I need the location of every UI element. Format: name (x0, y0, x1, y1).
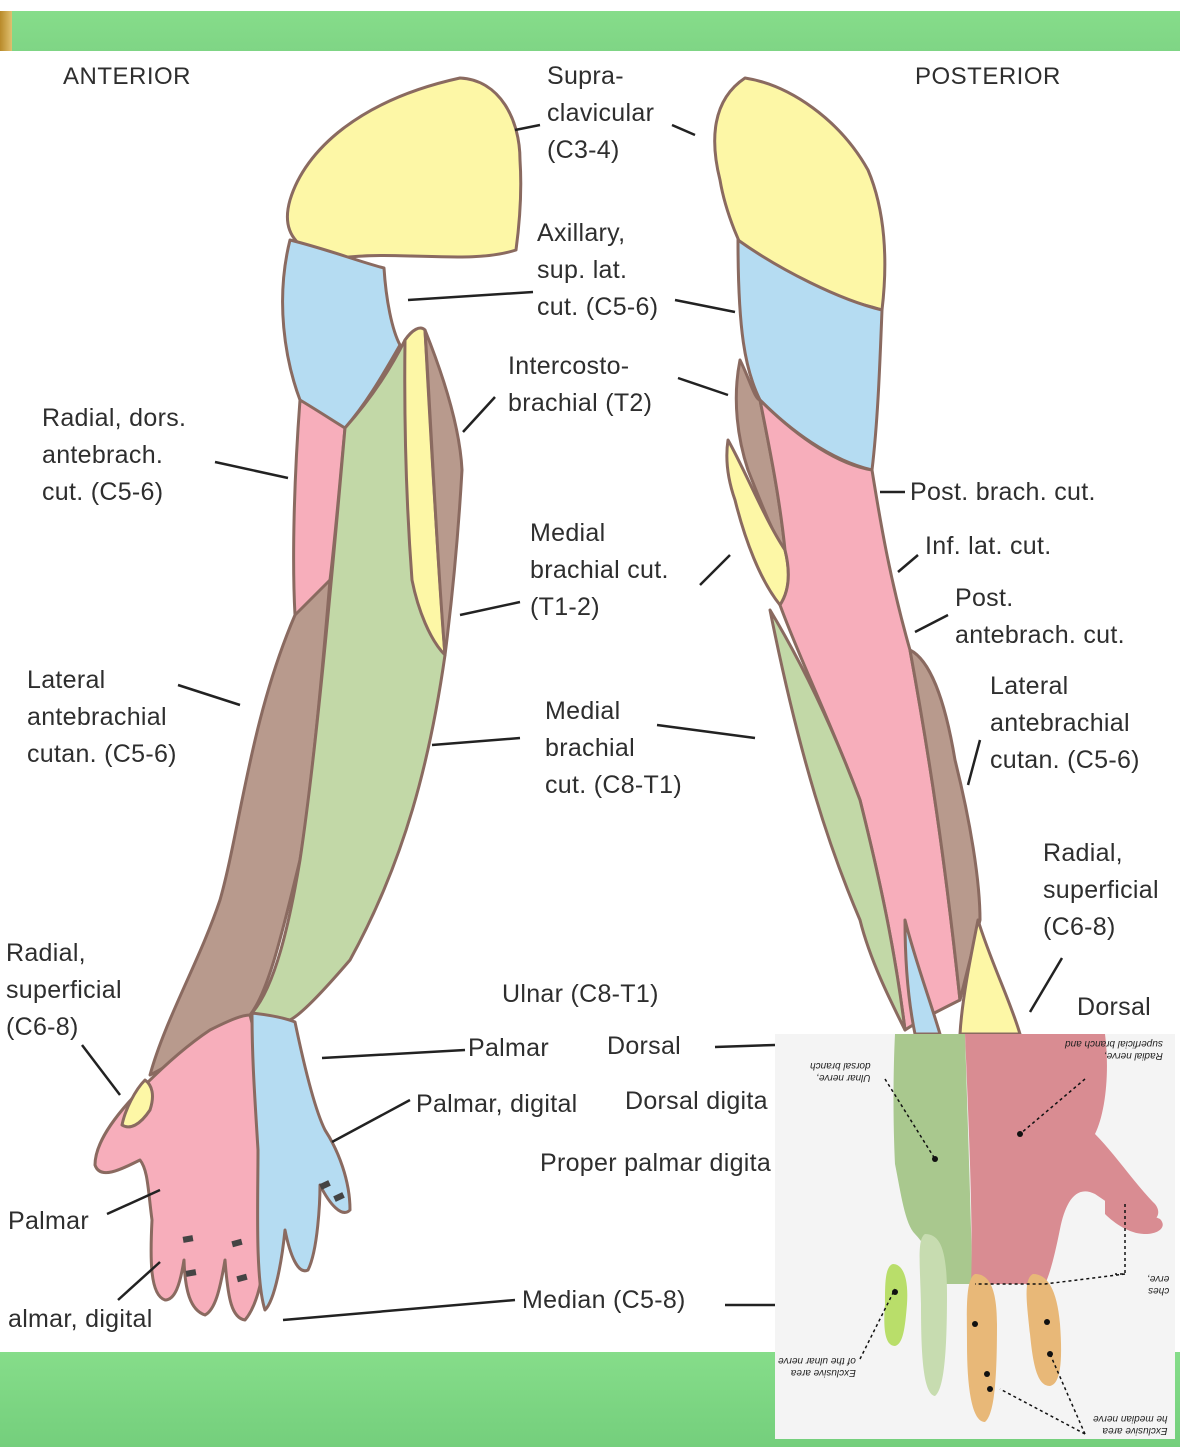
label-palmar: Palmar (468, 1030, 549, 1067)
label-ulnar: Ulnar (C8-T1) (502, 976, 659, 1013)
inset-label-ulnar-dorsal: Ulnar nerve, dorsal branch (810, 1059, 871, 1083)
label-dorsal: Dorsal (607, 1028, 681, 1065)
label-post-antebrach-cut: Post. antebrach. cut. (955, 580, 1125, 654)
label-inf-lat-cut: Inf. lat. cut. (925, 528, 1051, 565)
anterior-hand-median-region (95, 1015, 268, 1320)
label-radial-superficial-anterior: Radial, superficial (C6-8) (6, 935, 122, 1046)
label-proper-palmar-digital: Proper palmar digita (540, 1145, 771, 1182)
posterior-heading: POSTERIOR (915, 58, 1061, 95)
label-axillary: Axillary, sup. lat. cut. (C5-6) (537, 215, 658, 326)
label-dorsal-digital: Dorsal digita (625, 1083, 768, 1120)
dorsal-hand-inset: Ulnar nerve, dorsal branch Radial nerve,… (775, 1034, 1175, 1439)
label-median: Median (C5-8) (522, 1282, 686, 1319)
dorsal-hand-drawing (775, 1034, 1175, 1439)
label-radial-superficial-posterior: Radial, superficial (C6-8) (1043, 835, 1159, 946)
anterior-supraclavicular-region (287, 78, 520, 258)
label-radial-dors-antebrach: Radial, dors. antebrach. cut. (C5-6) (42, 400, 186, 511)
label-palmar-digital-anterior: almar, digital (8, 1301, 153, 1338)
label-lateral-antebrachial-anterior: Lateral antebrachial cutan. (C5-6) (27, 662, 177, 773)
inset-label-branches: ches erve, (1147, 1272, 1169, 1296)
label-palmar-anterior: Palmar (8, 1203, 89, 1240)
inset-index-finger (1027, 1274, 1061, 1386)
anterior-heading: ANTERIOR (63, 58, 191, 95)
label-supraclavicular: Supra- clavicular (C3-4) (547, 58, 654, 169)
inset-label-exclusive-ulnar: Exclusive area of the ulnar nerve (778, 1354, 856, 1378)
inset-label-exclusive-median: Exclusive area he median nerve (1093, 1412, 1168, 1436)
label-dorsal-posterior: Dorsal (1077, 989, 1151, 1026)
inset-middle-finger (967, 1274, 997, 1422)
label-lateral-antebrachial-posterior: Lateral antebrachial cutan. (C5-6) (990, 668, 1140, 779)
label-medial-brachial-c8: Medial brachial cut. (C8-T1) (545, 693, 682, 804)
inset-radial-region (965, 1034, 1158, 1284)
inset-label-radial-superficial: Radial nerve, superficial branch and (1065, 1037, 1163, 1061)
label-palmar-digital: Palmar, digital (416, 1086, 578, 1123)
inset-ring-finger (920, 1234, 947, 1396)
label-post-brach-cut: Post. brach. cut. (910, 474, 1096, 511)
label-intercostobrachial: Intercosto- brachial (T2) (508, 348, 652, 422)
label-medial-brachial-t12: Medial brachial cut. (T1-2) (530, 515, 669, 626)
